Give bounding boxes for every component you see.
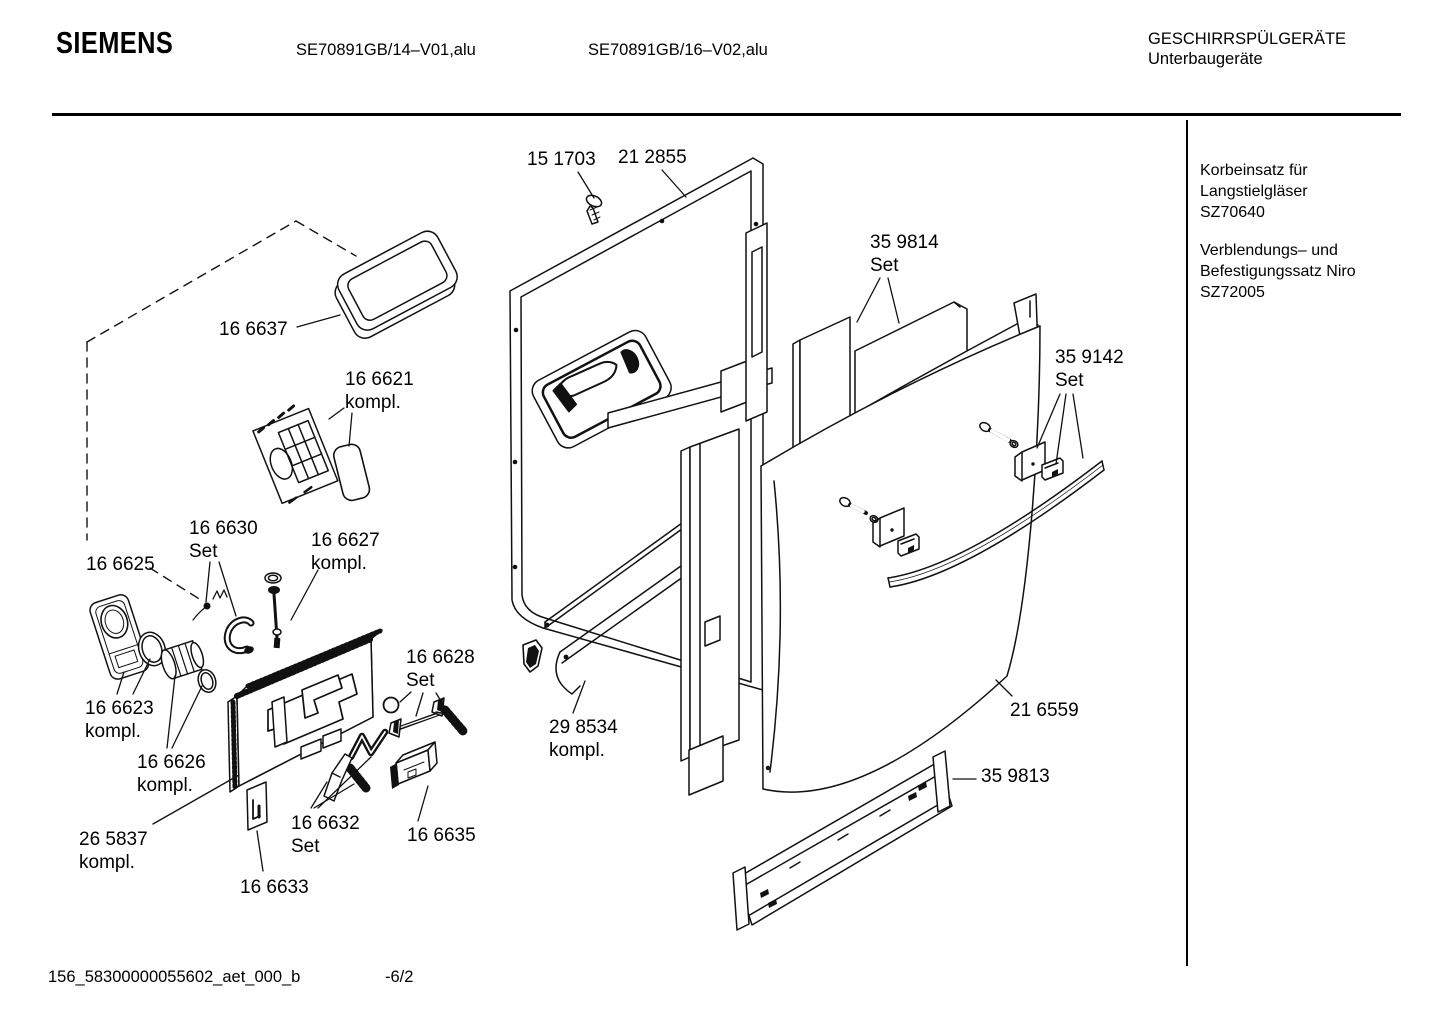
part-label-151703: 15 1703 [527,149,596,170]
page-number: -6/2 [385,968,414,986]
insulation-panel [607,222,773,796]
construction-lines [86,220,357,601]
module-pad [332,443,371,502]
part-label-212855: 21 2855 [618,147,687,168]
front-door-panel [760,325,1041,793]
handle-fixing-set [839,421,1105,588]
part-label-166635: 16 6635 [407,825,476,846]
door-handle-recess [531,329,672,449]
model-variant-right: SE70891GB/16–V02,alu [588,41,768,59]
part-label-166637: 16 6637 [219,319,288,340]
sidebar-divider [1186,120,1188,966]
part-label-359813: 35 9813 [981,766,1050,787]
inlet-face-plate [89,594,150,680]
header-divider [52,113,1401,116]
door-handle-trim [887,460,1105,588]
valve-bolt [264,572,282,649]
seal-ring-large [137,631,167,667]
hose-sleeve [160,640,205,680]
mounting-rail [732,750,953,931]
dispenser-small-parts [246,696,468,831]
control-module [252,404,371,505]
screw-icon [585,194,603,225]
detergent-dispenser [227,628,383,793]
part-label-166633: 16 6633 [240,877,309,898]
leader-lines [116,169,1084,872]
door-seal-strips [522,509,701,695]
brand-logo: SIEMENS [56,25,174,60]
note-line: Korbeinsatz für [1200,162,1308,179]
latch-plate [246,781,268,831]
inlet-parts-group [89,572,282,693]
note-line: Langstielgläser [1200,183,1308,200]
model-variant-left: SE70891GB/14–V01,alu [296,41,476,59]
door-screw-holes [512,218,759,570]
note-line: Befestigungssatz Niro [1200,263,1356,280]
category-title: GESCHIRRSPÜLGERÄTE [1148,30,1347,48]
note-line: SZ72005 [1200,284,1265,301]
soap-box [390,741,438,789]
note-line: Verblendungs– und [1200,242,1338,259]
seal-ring-small [197,669,217,693]
spring-pin-set [192,589,255,655]
document-id: 156_58300000055602_aet_000_b [48,968,301,986]
category-subtitle: Unterbaugeräte [1148,50,1263,68]
part-label-216559: 21 6559 [1010,700,1079,721]
display-window-frame [334,230,458,339]
part-label-166625: 16 6625 [86,554,155,575]
note-line: SZ70640 [1200,204,1265,221]
